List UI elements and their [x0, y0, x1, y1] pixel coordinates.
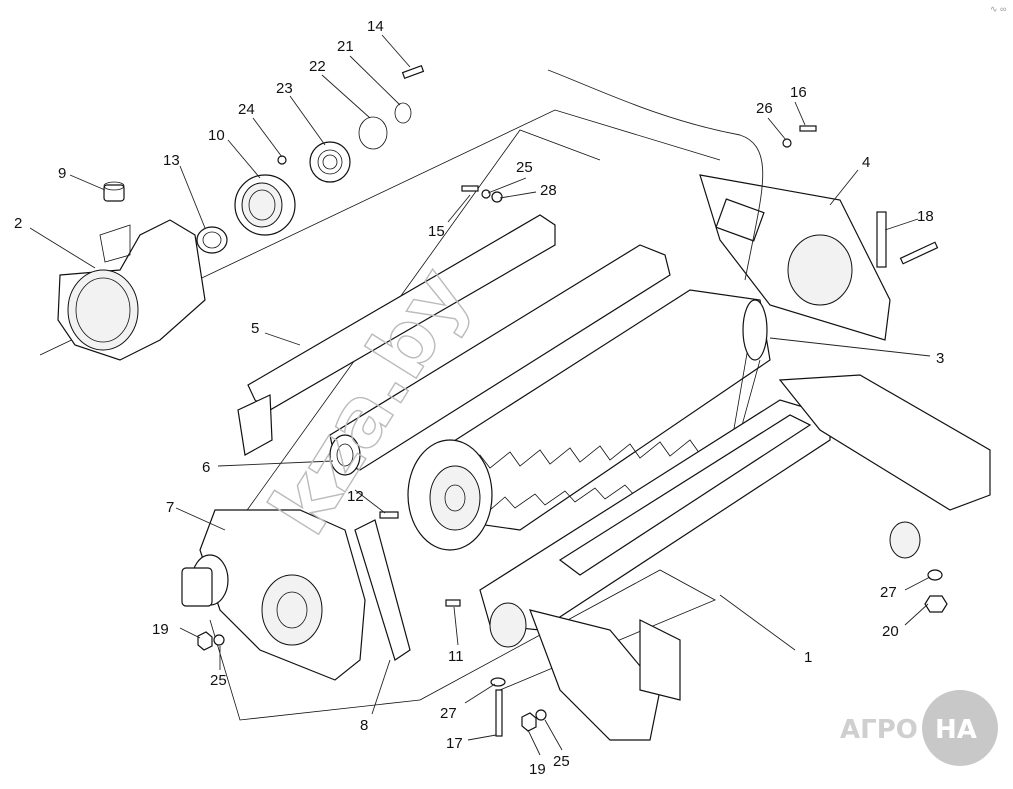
bolt-part-11	[445, 599, 461, 607]
frame-line-top	[39, 109, 721, 356]
gearbox-part-7	[181, 509, 366, 681]
bolt-part-17	[495, 689, 503, 737]
callout-25-top: 25	[516, 159, 533, 176]
callout-11: 11	[448, 648, 464, 665]
corner-mark: ∿ ∞	[990, 4, 1006, 14]
bolt-part-16	[799, 125, 817, 132]
callout-13: 13	[163, 152, 180, 169]
nut-part-20	[924, 595, 948, 613]
callout-27-right: 27	[880, 584, 897, 601]
callout-21: 21	[337, 38, 354, 55]
callout-10: 10	[208, 127, 225, 144]
snapring-part-22	[358, 116, 388, 150]
leader-lines	[29, 34, 931, 756]
frame-line-mid	[239, 129, 601, 521]
washer-part-25-top	[481, 189, 491, 199]
callout-28: 28	[540, 182, 557, 199]
frame-part-1	[479, 374, 991, 741]
callout-9: 9	[58, 165, 66, 182]
callout-19-left: 19	[152, 621, 169, 638]
flange-part-10	[234, 174, 296, 236]
washer-part-25-left	[213, 634, 225, 646]
housing-part-2	[57, 219, 206, 361]
plate-part-4	[699, 174, 891, 341]
callout-19-bottom: 19	[529, 761, 546, 778]
washer-part-25-bottom	[535, 709, 547, 721]
ring-part-24	[277, 155, 287, 165]
callout-26: 26	[756, 100, 773, 117]
logo-circle	[922, 690, 998, 766]
callout-27-bottom: 27	[440, 705, 457, 722]
callout-15: 15	[428, 223, 445, 240]
callout-25-bottom: 25	[553, 753, 570, 770]
callout-6: 6	[202, 459, 210, 476]
pin-part-18	[876, 211, 939, 268]
callout-16: 16	[790, 84, 807, 101]
callout-25-left: 25	[210, 672, 227, 689]
callout-17: 17	[446, 735, 463, 752]
callout-18: 18	[917, 208, 934, 225]
callout-2: 2	[14, 215, 22, 232]
nut-part-19-bottom	[521, 712, 537, 732]
rotor-part-3	[407, 289, 771, 551]
brand-logo: АГРО НА	[840, 690, 998, 766]
guard-part-8	[354, 519, 411, 661]
callouts: 1 2 3 4 5 6 7 8 9 10 11 12 13 14 15 16 1…	[14, 18, 944, 778]
callout-1: 1	[804, 649, 812, 666]
nut-part-19-left	[197, 631, 213, 651]
bearing-part-23	[309, 141, 351, 183]
bolt-part-12	[379, 511, 399, 519]
nut-part-27-right	[927, 569, 943, 581]
washer-part-26	[782, 138, 792, 148]
callout-5: 5	[251, 320, 259, 337]
callout-23: 23	[276, 80, 293, 97]
logo-text-right: НА	[935, 715, 977, 745]
callout-8: 8	[360, 717, 368, 734]
hydraulic-tube	[547, 69, 764, 281]
callout-20: 20	[882, 623, 899, 640]
callout-22: 22	[309, 58, 326, 75]
plug-part-9	[103, 181, 125, 202]
bolt-part-15	[461, 185, 479, 192]
callout-24: 24	[238, 101, 255, 118]
logo-text-left: АГРО	[840, 715, 918, 745]
callout-7: 7	[166, 499, 174, 516]
shaft-part-6	[329, 244, 671, 476]
callout-14: 14	[367, 18, 384, 35]
snapring-part-21	[394, 102, 412, 124]
washer-part-28	[491, 191, 503, 203]
callout-3: 3	[936, 350, 944, 367]
callout-12: 12	[347, 488, 364, 505]
callout-4: 4	[862, 154, 870, 171]
bolt-part-14	[401, 64, 425, 80]
seal-part-13	[196, 226, 228, 254]
bracket-part-5	[237, 214, 556, 456]
